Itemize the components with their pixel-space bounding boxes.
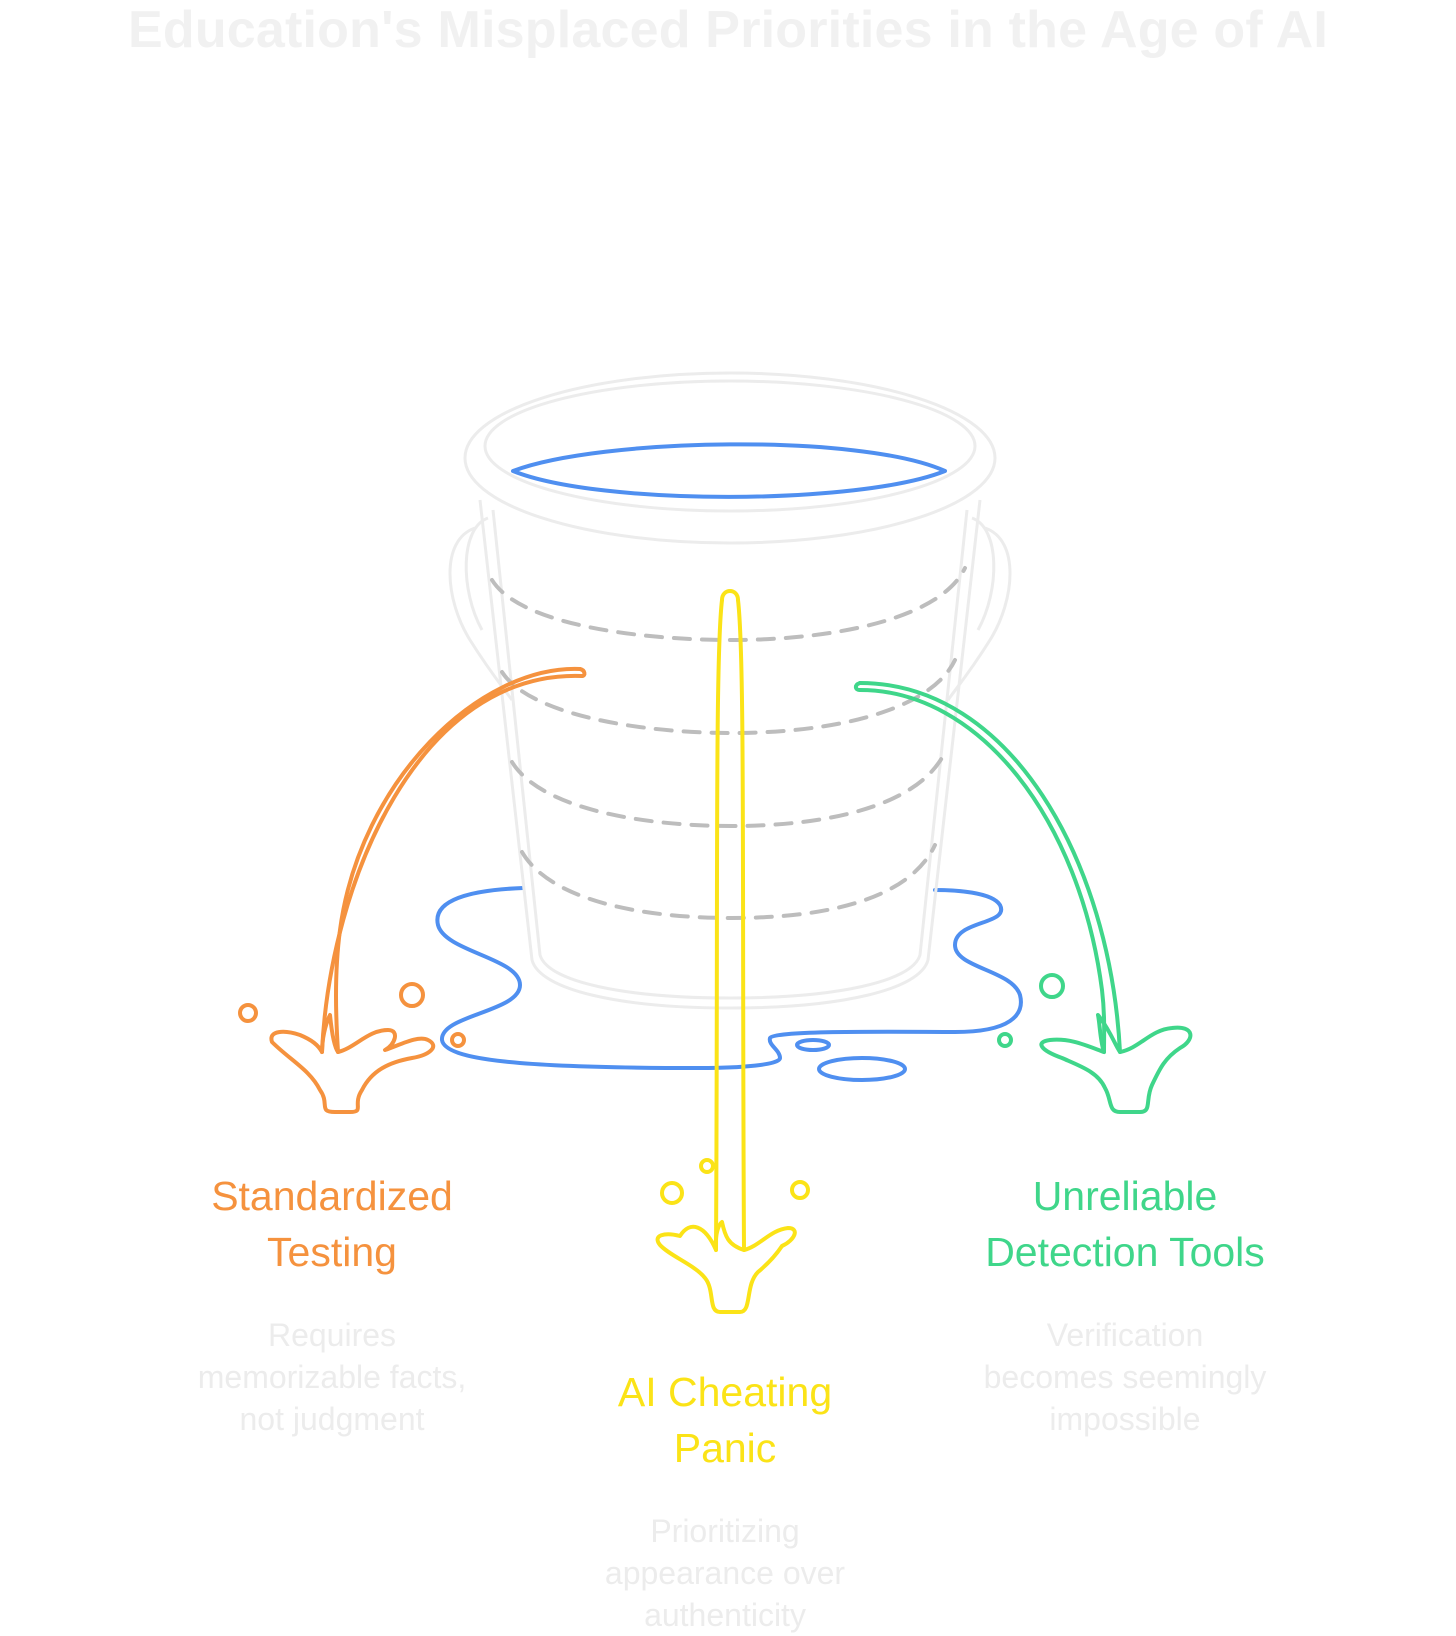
description-line: authenticity — [644, 1597, 806, 1633]
bucket — [448, 371, 1012, 1010]
label-line: Detection Tools — [985, 1229, 1265, 1275]
bucket-body — [478, 499, 982, 1010]
splash-green — [1039, 1013, 1193, 1114]
description-line: impossible — [1049, 1401, 1201, 1437]
description-line: memorizable facts, — [197, 1359, 467, 1395]
droplet-yellow-1 — [660, 1181, 684, 1205]
bucket-rim-inner — [483, 379, 977, 513]
water-drop-large — [817, 1056, 907, 1082]
leak-stream-orange — [238, 666, 587, 1114]
droplet-green-1 — [1039, 973, 1065, 999]
leak-description-standardized-testing: Requires memorizable facts, not judgment — [150, 1314, 514, 1440]
label-line: Testing — [267, 1229, 397, 1275]
droplet-orange-1 — [238, 1003, 258, 1023]
droplet-yellow-2 — [699, 1158, 715, 1174]
droplet-green-2 — [997, 1032, 1013, 1048]
splash-yellow — [655, 1220, 797, 1314]
description-line: appearance over — [604, 1555, 846, 1591]
water-drop-small — [795, 1038, 831, 1052]
description-line: Requires — [267, 1317, 397, 1353]
description-line: becomes seemingly — [983, 1359, 1267, 1395]
bucket-rim-outer — [463, 371, 997, 545]
leak-description-ai-cheating-panic: Prioritizing appearance over authenticit… — [560, 1510, 890, 1636]
leak-label-standardized-testing: Standardized Testing — [170, 1168, 494, 1280]
droplet-yellow-3 — [790, 1180, 810, 1200]
label-line: AI Cheating — [617, 1369, 833, 1415]
droplet-orange-2 — [399, 982, 425, 1008]
label-line: Panic — [673, 1425, 777, 1471]
water-surface — [511, 442, 947, 499]
splash-orange — [269, 1013, 436, 1114]
bucket-dashed-bands — [490, 566, 967, 921]
description-line: not judgment — [239, 1401, 425, 1437]
droplet-orange-3 — [450, 1032, 466, 1048]
description-line: Prioritizing — [650, 1513, 800, 1549]
description-line: Verification — [1046, 1317, 1204, 1353]
leak-stream-yellow — [655, 589, 810, 1314]
leak-label-unreliable-detection-tools: Unreliable Detection Tools — [930, 1168, 1320, 1280]
leak-stream-green — [853, 681, 1193, 1114]
label-line: Standardized — [211, 1173, 453, 1219]
leak-label-ai-cheating-panic: AI Cheating Panic — [560, 1364, 890, 1476]
diagram-title: Education's Misplaced Priorities in the … — [127, 1, 1329, 59]
label-line: Unreliable — [1032, 1173, 1218, 1219]
leak-description-unreliable-detection-tools: Verification becomes seemingly impossibl… — [940, 1314, 1310, 1440]
water-puddle — [435, 886, 1023, 1082]
